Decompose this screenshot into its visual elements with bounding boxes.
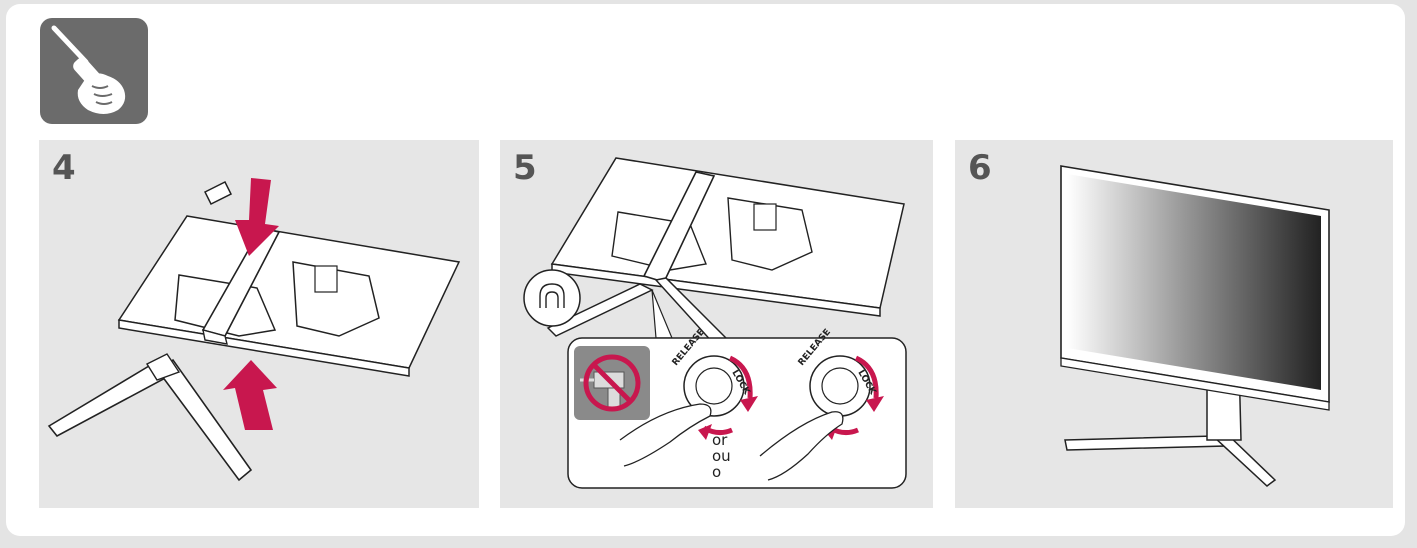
step-6-illustration (955, 140, 1393, 508)
step-4-panel: 4 (39, 140, 479, 508)
step-5-panel: 5 (500, 140, 933, 508)
step-6-panel: 6 (955, 140, 1393, 508)
step-4-illustration (39, 140, 479, 508)
alternative-text: or ou o (712, 432, 731, 480)
screwdriver-icon (40, 18, 148, 124)
